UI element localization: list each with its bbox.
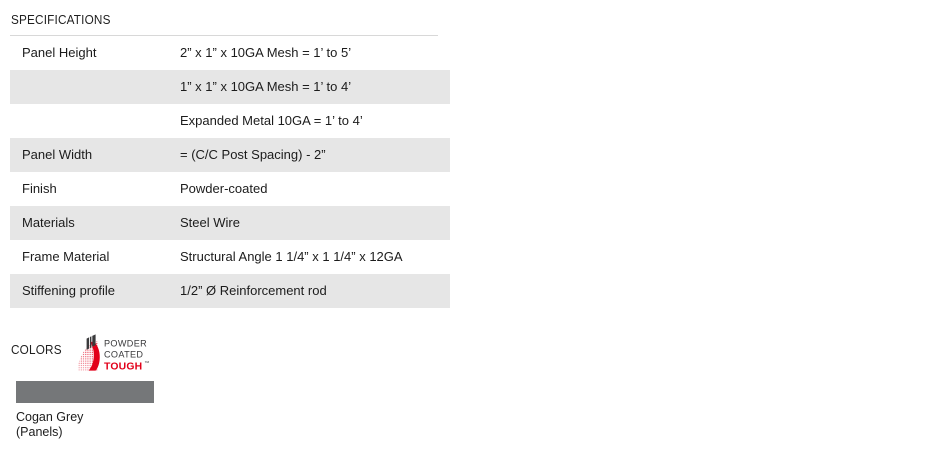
color-swatch-application: (Panels) — [16, 425, 63, 439]
spec-value: 2” x 1” x 10GA Mesh = 1’ to 5’ — [180, 45, 352, 60]
spec-label: Frame Material — [22, 249, 110, 264]
logo-text-powder: POWDER — [104, 338, 147, 348]
colors-header: COLORS — [10, 334, 438, 380]
logo-text-coated: COATED — [104, 350, 143, 360]
spec-label: Finish — [22, 181, 57, 196]
spec-value: Structural Angle 1 1/4” x 1 1/4” x 12GA — [180, 249, 403, 264]
table-row: Finish Powder-coated — [10, 172, 450, 206]
logo-text-tough: TOUGH — [104, 361, 142, 372]
color-swatch-name: Cogan Grey — [16, 410, 84, 424]
spec-label: Materials — [22, 215, 75, 230]
specifications-table-body: Panel Height 2” x 1” x 10GA Mesh = 1’ to… — [10, 36, 450, 308]
spec-value: = (C/C Post Spacing) - 2” — [180, 147, 326, 162]
spec-label — [10, 70, 180, 104]
spec-label: Panel Height — [22, 45, 97, 60]
specifications-table: Panel Height 2” x 1” x 10GA Mesh = 1’ to… — [10, 36, 450, 308]
logo-dark-bars — [86, 334, 96, 350]
spec-value: Steel Wire — [180, 215, 240, 230]
spec-value: 1/2” Ø Reinforcement rod — [180, 283, 327, 298]
spec-label: Panel Width — [22, 147, 93, 162]
specifications-section: SPECIFICATIONS Panel Height 2” x 1” x 10… — [10, 12, 450, 308]
table-row: Expanded Metal 10GA = 1’ to 4’ — [10, 104, 450, 138]
color-swatch-chip — [16, 381, 154, 403]
table-row: Frame Material Structural Angle 1 1/4” x… — [10, 240, 450, 274]
powder-coated-tough-logo: POWDER COATED TOUGH ™ — [74, 334, 152, 378]
colors-heading: COLORS — [11, 343, 62, 357]
specifications-heading: SPECIFICATIONS — [10, 13, 111, 27]
spec-value: Powder-coated — [180, 181, 268, 196]
specifications-divider — [10, 35, 438, 36]
spec-label: Stiffening profile — [22, 283, 115, 298]
spec-value: 1” x 1” x 10GA Mesh = 1’ to 4’ — [180, 79, 352, 94]
color-swatch-item: Cogan Grey (Panels) — [16, 381, 176, 440]
table-row: Materials Steel Wire — [10, 206, 450, 240]
spec-label — [10, 104, 180, 138]
logo-red-swoosh — [88, 341, 100, 371]
logo-trademark-symbol: ™ — [144, 361, 149, 367]
table-row: Panel Width = (C/C Post Spacing) - 2” — [10, 138, 450, 172]
table-row: Panel Height 2” x 1” x 10GA Mesh = 1’ to… — [10, 36, 450, 70]
color-swatch-caption: Cogan Grey (Panels) — [16, 410, 176, 440]
table-row: 1” x 1” x 10GA Mesh = 1’ to 4’ — [10, 70, 450, 104]
table-row: Stiffening profile 1/2” Ø Reinforcement … — [10, 274, 450, 308]
colors-section: COLORS — [10, 334, 438, 439]
spec-value: Expanded Metal 10GA = 1’ to 4’ — [180, 113, 363, 128]
